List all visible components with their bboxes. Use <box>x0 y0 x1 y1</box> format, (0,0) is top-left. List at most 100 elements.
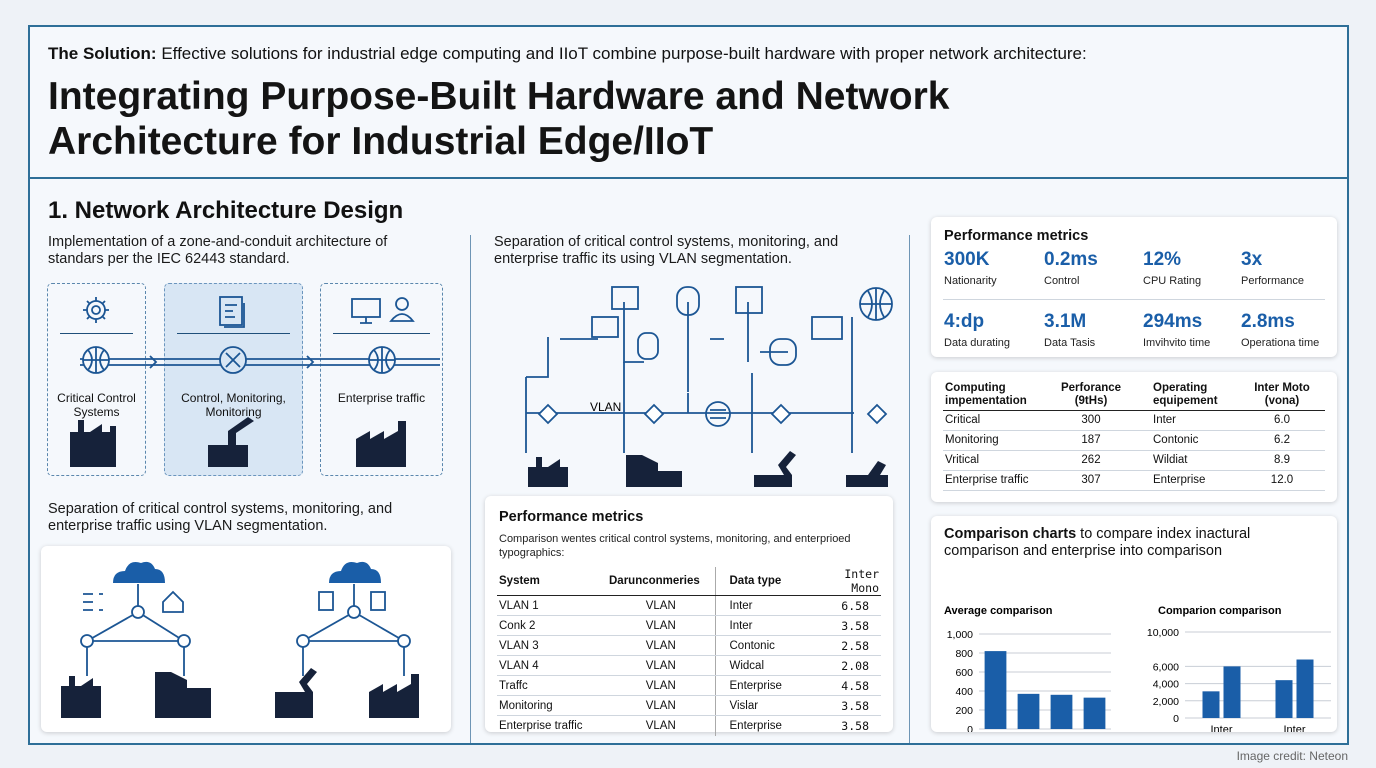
factory-icon <box>528 457 568 487</box>
table-cell: 300 <box>1043 410 1139 431</box>
y-tick-label: 2,000 <box>1153 696 1179 708</box>
table-cell: Vritical <box>943 450 1043 471</box>
table-cell: VLAN <box>607 675 716 696</box>
vlan-segmentation-card <box>41 546 451 732</box>
table-cell: 6.0 <box>1239 410 1325 431</box>
table-cell: 2.58 <box>810 635 881 656</box>
intro-text: Effective solutions for industrial edge … <box>156 44 1087 63</box>
vlan-segmentation-diagram <box>61 561 419 718</box>
y-tick-label: 6,000 <box>1153 661 1179 673</box>
vlan-description: Separation of critical control systems, … <box>48 501 393 534</box>
table-cell: 4.58 <box>810 675 881 696</box>
infographic-frame: The Solution: Effective solutions for in… <box>28 25 1349 745</box>
intro-bold: The Solution: <box>48 44 157 63</box>
zone-divider <box>60 333 133 334</box>
table-cell: VLAN 4 <box>497 655 607 676</box>
y-tick-label: 10,000 <box>1147 627 1179 639</box>
table-cell: Vislar <box>715 695 810 716</box>
node-diamond <box>537 403 559 425</box>
metric-value: 2.8ms <box>1241 311 1295 332</box>
table-cell: 8.9 <box>1239 450 1325 471</box>
col-header: Darunconmeries <box>607 567 716 596</box>
zone-control-monitoring: Control, Monitoring, Monitoring <box>164 283 303 476</box>
table-cell: Conk 2 <box>497 615 607 636</box>
monitor-icon <box>351 298 381 324</box>
title-line-2: Architecture for Industrial Edge/IIoT <box>48 120 714 163</box>
metric-value: 3.1M <box>1044 311 1087 332</box>
page-title: Integrating Purpose-Built Hardware and N… <box>48 74 1048 164</box>
factory-icon <box>369 674 419 718</box>
col-header: Data type <box>715 567 810 596</box>
table-cell: VLAN 3 <box>497 635 607 656</box>
table-cell: VLAN <box>607 595 716 616</box>
col-header: Inter Mono <box>810 567 881 596</box>
table-cell: VLAN <box>607 635 716 656</box>
table-cell: Monitoring <box>943 430 1043 451</box>
robot-arm-icon <box>754 451 796 487</box>
y-tick-label: 1,000 <box>947 629 973 641</box>
column-divider-2 <box>909 235 910 743</box>
table-cell: 262 <box>1043 450 1139 471</box>
table-cell: VLAN <box>607 695 716 716</box>
table-cell: Enterprise <box>715 675 810 696</box>
comparison-card: Comparison charts to compare index inact… <box>931 516 1337 732</box>
database-icon <box>769 338 797 366</box>
comparison-title-bold: Comparison charts <box>944 526 1077 542</box>
comparison-title-rest: to compare index inactural comparison an… <box>944 526 1251 559</box>
zone-conduit-diagram <box>70 296 440 467</box>
table-cell: VLAN <box>607 715 716 736</box>
node-diamond <box>770 403 792 425</box>
metric-value: 300K <box>944 249 990 270</box>
comparison-title: Comparison charts to compare index inact… <box>944 526 1324 560</box>
table-cell: 2.08 <box>810 655 881 676</box>
table-cell: Contonic <box>1139 430 1239 451</box>
table-cell: Enterprise traffic <box>499 719 583 732</box>
zone-label-enterprise: Enterprise traffic <box>337 391 426 405</box>
close-circle-icon <box>219 346 247 374</box>
section-title: 1. Network Architecture Design <box>48 197 404 224</box>
metric-label: Operationa time <box>1241 337 1320 349</box>
chart-title: Comparion comparison <box>1158 605 1282 617</box>
table-cell: Critical <box>943 410 1043 431</box>
y-tick-label: 200 <box>955 705 973 717</box>
bar <box>1296 659 1314 718</box>
table-cell: 3.58 <box>841 718 869 733</box>
column-divider-1 <box>470 235 471 743</box>
table-cell: Inter <box>715 615 810 636</box>
cloud-icon <box>329 561 381 583</box>
table-cell: 12.0 <box>1239 470 1325 491</box>
robot-arm-icon <box>208 417 254 467</box>
table-cell: VLAN <box>607 615 716 636</box>
col-header: Inter Moto (vona) <box>1239 380 1325 411</box>
computing-table: Computing impementation Perforance (9tHs… <box>943 380 1325 491</box>
table-cell: Widcal <box>715 655 810 676</box>
table-cell: Wildiat <box>1139 450 1239 471</box>
y-tick-label: 400 <box>955 686 973 698</box>
segmentation-description: Separation of critical control systems, … <box>494 234 839 267</box>
x-tick-label: InterNono <box>1281 724 1307 732</box>
cloud-icon <box>113 561 165 583</box>
node-diamond <box>866 403 888 425</box>
y-tick-label: 0 <box>1173 713 1179 725</box>
table-cell: Enterprise <box>1139 470 1239 491</box>
perf-table: System Darunconmeries Data type Inter Mo… <box>497 567 881 736</box>
window-icon <box>611 286 639 310</box>
bar <box>1275 680 1293 718</box>
table-cell: 6.58 <box>810 595 881 616</box>
perf-table-title: Performance metrics <box>499 509 644 525</box>
y-tick-label: 4,000 <box>1153 679 1179 691</box>
factory-icon <box>356 421 406 467</box>
table-cell: Traffc <box>497 675 607 696</box>
zone-label-monitoring: Control, Monitoring, Monitoring <box>181 391 286 419</box>
gear-icon <box>83 297 109 323</box>
zone-critical-control: Critical Control Systems <box>47 283 146 476</box>
